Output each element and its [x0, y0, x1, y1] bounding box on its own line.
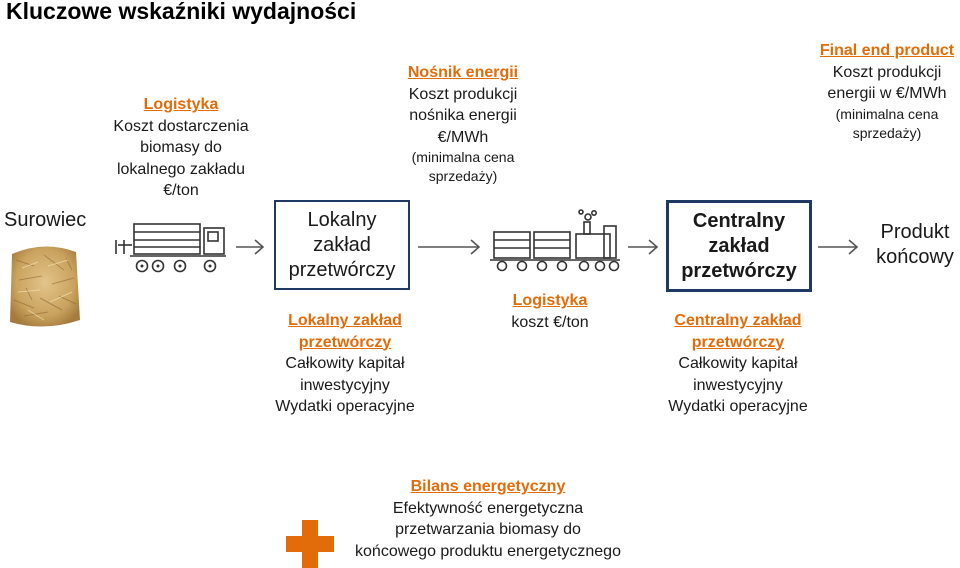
- central-kpi-line-1: Całkowity kapitał: [678, 355, 798, 372]
- central-kpi-heading-2: przetwórczy: [691, 333, 785, 351]
- central-kpi-line-2: inwestycyjny: [693, 376, 783, 394]
- central-plant-line-2: zakład: [708, 234, 770, 257]
- hay-bale-image: [10, 246, 80, 327]
- balance-line-1: Efektywność energetyczna: [392, 499, 584, 517]
- logistics-line-3: lokalnego zakładu: [116, 160, 246, 178]
- page-title: Kluczowe wskaźniki wydajności: [6, 0, 357, 24]
- central-kpi-heading-1: Centralny zakład: [674, 312, 802, 329]
- balance-heading: Bilans energetyczny: [410, 478, 566, 495]
- logistics2-heading: Logistyka: [512, 292, 588, 309]
- final-heading: Final end product: [819, 42, 955, 59]
- final-product-kpi: Final end product Koszt produkcji energi…: [812, 40, 960, 143]
- final-line-2: energii w €/MWh: [827, 85, 947, 102]
- logistics-line-4: €/ton: [163, 182, 199, 199]
- logistics2-text: koszt €/ton: [511, 313, 589, 331]
- end-product-label: Produkt końcowy: [862, 220, 960, 270]
- truck-icon: [115, 223, 226, 273]
- local-kpi-line-1: Całkowity kapitał: [285, 355, 405, 372]
- local-plant-kpi: Lokalny zakład przetwórczy Całkowity kap…: [260, 310, 430, 418]
- balance-line-2: przetwarzania biomasy do: [395, 521, 581, 538]
- local-kpi-line-2: inwestycyjny: [300, 376, 390, 394]
- central-plant-box: Centralny zakład przetwórczy: [666, 200, 812, 292]
- logistics-heading: Logistyka: [143, 96, 219, 113]
- logistics-line-2: biomasy do: [140, 139, 222, 156]
- local-kpi-heading-1: Lokalny zakład: [288, 312, 402, 329]
- final-small-2: sprzedaży): [852, 124, 922, 141]
- central-kpi-line-3: Wydatki operacyjne: [668, 398, 808, 415]
- local-plant-line-1: Lokalny: [307, 208, 377, 231]
- energy-carrier-kpi: Nośnik energii Koszt produkcji nośnika e…: [388, 62, 538, 186]
- central-plant-kpi: Centralny zakład przetwórczy Całkowity k…: [650, 310, 826, 418]
- energy-balance-kpi: Bilans energetyczny Efektywność energety…: [330, 476, 646, 562]
- logistics-delivery-kpi: Logistyka Koszt dostarczenia biomasy do …: [106, 94, 256, 202]
- logistics-line-1: Koszt dostarczenia: [113, 117, 249, 135]
- balance-line-3: końcowego produktu energetycznego: [355, 542, 621, 560]
- carrier-line-2: nośnika energii: [409, 107, 517, 124]
- central-plant-line-3: przetwórczy: [681, 259, 797, 282]
- local-kpi-line-3: Wydatki operacyjne: [275, 398, 415, 415]
- final-line-1: Koszt produkcji: [832, 63, 942, 81]
- local-plant-line-3: przetwórczy: [288, 258, 396, 281]
- local-plant-box: Lokalny zakład przetwórczy: [274, 200, 410, 290]
- carrier-line-3: €/MWh: [437, 128, 489, 146]
- train-icon: [490, 209, 620, 272]
- end-product-line-2: końcowy: [876, 246, 954, 268]
- raw-material-label: Surowiec: [4, 209, 87, 231]
- carrier-heading: Nośnik energii: [407, 64, 519, 81]
- end-product-line-1: Produkt: [880, 221, 950, 243]
- logistics-cost-kpi: Logistyka koszt €/ton: [490, 290, 610, 333]
- central-plant-line-1: Centralny: [692, 209, 786, 232]
- local-plant-line-2: zakład: [313, 233, 371, 256]
- carrier-small-1: (minimalna cena: [411, 149, 515, 165]
- final-small-1: (minimalna cena: [835, 105, 939, 122]
- carrier-small-2: sprzedaży): [428, 168, 498, 184]
- local-kpi-heading-2: przetwórczy: [298, 333, 392, 351]
- plus-icon: [286, 520, 334, 568]
- carrier-line-1: Koszt produkcji: [408, 85, 518, 103]
